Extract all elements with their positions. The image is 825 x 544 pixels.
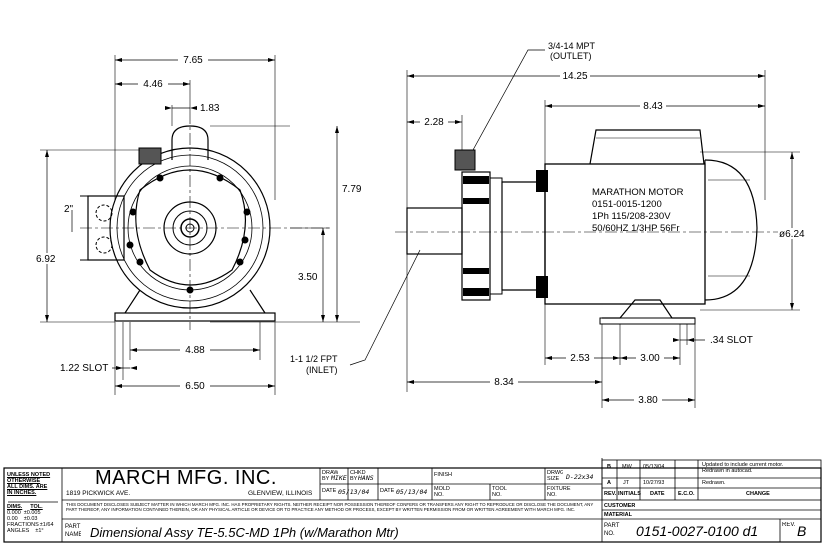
front-outlet-thread: [138, 147, 162, 165]
motor-label-line-1: MARATHON MOTOR: [592, 187, 684, 198]
tol-value: ±1/64: [39, 522, 54, 528]
rev-value: B: [797, 523, 807, 539]
finish-label: FINISH: [434, 472, 453, 478]
date-drawn-label: DATE: [322, 488, 337, 494]
motor-label-line-2: 0151-0015-1200: [592, 199, 662, 210]
tol-value: ±1°: [35, 528, 44, 534]
motor-end-cap: [704, 159, 758, 301]
date-checked-label: DATE: [380, 488, 395, 494]
company-city: GLENVIEW, ILLINOIS: [248, 490, 313, 497]
tolerance-note: UNLESS NOTED OTHERWISE ALL DIMS. ARE IN …: [7, 472, 61, 496]
drawing-size: D-22x34: [566, 474, 594, 481]
side-pump-head: [461, 171, 491, 301]
part-name-label: PART NAME: [65, 524, 81, 538]
dim-motor-length: 8.43: [643, 101, 663, 112]
tol-header-dims: DIMS.: [7, 504, 23, 510]
dim-inlet-offset: 4.46: [143, 79, 163, 90]
dim-overall-width: 7.65: [183, 55, 203, 66]
tol-value: ±0.005: [23, 510, 41, 516]
side-motor-foot: [602, 299, 695, 319]
rev-header-change: CHANGE: [746, 491, 770, 497]
tol-header-tol: TOL.: [30, 504, 43, 510]
tol-dim: 0.000: [7, 510, 21, 516]
rev-header-date: DATE: [650, 491, 665, 497]
revision-a-date: 10/27/93: [643, 480, 665, 486]
side-inlet-pipe: [406, 207, 463, 255]
rev-header-initials: INITIALS: [618, 491, 641, 497]
tolerance-note-line: OTHERWISE: [7, 478, 41, 484]
part-no-label: PART NO.: [604, 523, 620, 537]
dim-body-height: 6.92: [36, 254, 56, 265]
outlet-label-line-2: (OUTLET): [550, 51, 592, 61]
drawn-by: MIKE: [331, 475, 347, 482]
tool-no-label: TOOL NO.: [492, 486, 507, 498]
revision-b-rev: B: [607, 464, 611, 470]
dim-foot-offset: 2.53: [570, 353, 590, 364]
company-address: 1819 PICKWICK AVE.: [66, 490, 131, 497]
revision-a-by: JT: [623, 480, 630, 486]
revision-b-change: Updated to include current motor. Redraw…: [702, 462, 784, 474]
side-motor-body: [544, 163, 706, 305]
drawing-size-label: DRWG SIZE: [547, 470, 563, 482]
tol-value: ±0.03: [23, 516, 38, 522]
tolerance-note-line: ALL DIMS. ARE: [7, 484, 48, 490]
dim-foot-spacing: 3.00: [640, 353, 660, 364]
revision-a-change: Redrawn.: [702, 480, 726, 486]
title-block-lines: [3, 458, 822, 543]
revision-b-by: MW: [622, 464, 632, 470]
customer-label: CUSTOMER: [604, 503, 636, 509]
dim-shaft-height: 3.50: [298, 272, 318, 283]
dim-side-slot: .34 SLOT: [710, 335, 753, 346]
dim-to-foot: 8.34: [494, 377, 514, 388]
dim-front-slot: 1.22 SLOT: [60, 363, 108, 374]
date-drawn: 05/13/04: [338, 489, 370, 496]
revision-a-rev: A: [607, 480, 611, 486]
tol-dim: FRACTIONS: [7, 522, 39, 528]
rev-label: REV.: [782, 522, 796, 528]
dim-base-width: 6.50: [185, 381, 205, 392]
dim-inlet-length: 2.28: [424, 117, 444, 128]
front-bolts: [126, 174, 251, 294]
side-dim-labels: 14.25 8.43 2.28 ø6.24 2.53 3.00 .34 SLOT…: [290, 41, 810, 406]
dim-diameter: ø6.24: [779, 229, 805, 240]
date-checked: 05/13/04: [396, 489, 428, 496]
tolerance-note-line: IN INCHES.: [7, 490, 37, 496]
proprietary-notice: THIS DOCUMENT DISCLOSES SUBJECT MATTER I…: [66, 502, 594, 513]
dim-outlet-offset: 1.83: [200, 103, 220, 114]
tolerance-table: DIMS. TOL. 0.000±0.005 0.00 ±0.03 FRACTION…: [7, 504, 61, 534]
side-outlet-thread: [454, 149, 476, 171]
inlet-label-line-1: 1-1 1/2 FPT: [290, 354, 338, 364]
dim-overall-length: 14.25: [562, 71, 587, 82]
mold-no-label: MOLD NO.: [434, 486, 450, 498]
dim-angle: 2": [64, 204, 74, 215]
part-name: Dimensional Assy TE-5.5C-MD 1Ph (w/Marat…: [90, 525, 399, 540]
front-dim-labels: 7.65 4.46 1.83 7.79 6.92 3.50 4.88 6.50 …: [34, 55, 364, 392]
dim-slot-spacing: 4.88: [185, 345, 205, 356]
checked-by: HANS: [358, 475, 374, 482]
tol-dim: ANGLES: [7, 528, 30, 534]
dim-overall-height: 7.79: [342, 184, 362, 195]
outlet-label-line-1: 3/4-14 MPT: [548, 41, 596, 51]
fixture-no-label: FIXTURE NO.: [547, 486, 571, 498]
rev-header-rev: REV.: [604, 491, 617, 497]
rev-header-eco: E.C.O.: [678, 491, 695, 497]
inlet-label-line-2: (INLET): [306, 365, 338, 375]
front-base: [114, 312, 276, 322]
checked-by-label: CHKD BY: [350, 470, 366, 482]
revision-b-date: 05/13/04: [643, 464, 665, 470]
part-number: 0151-0027-0100 d1: [636, 523, 759, 539]
material-label: MATERIAL: [604, 512, 633, 518]
front-view: [40, 55, 360, 395]
volute: [135, 169, 247, 286]
junction-box: [589, 129, 705, 165]
company-name: MARCH MFG. INC.: [95, 467, 277, 489]
tol-dim: 0.00: [7, 516, 18, 522]
drawn-by-label: DRAWN BY: [322, 470, 338, 482]
dim-foot-width: 3.80: [638, 395, 658, 406]
motor-label-line-4: 50/60HZ 1/3HP 56Fr: [592, 223, 679, 234]
tolerance-note-line: UNLESS NOTED: [7, 472, 51, 478]
motor-label-line-3: 1Ph 115/208-230V: [592, 211, 671, 222]
